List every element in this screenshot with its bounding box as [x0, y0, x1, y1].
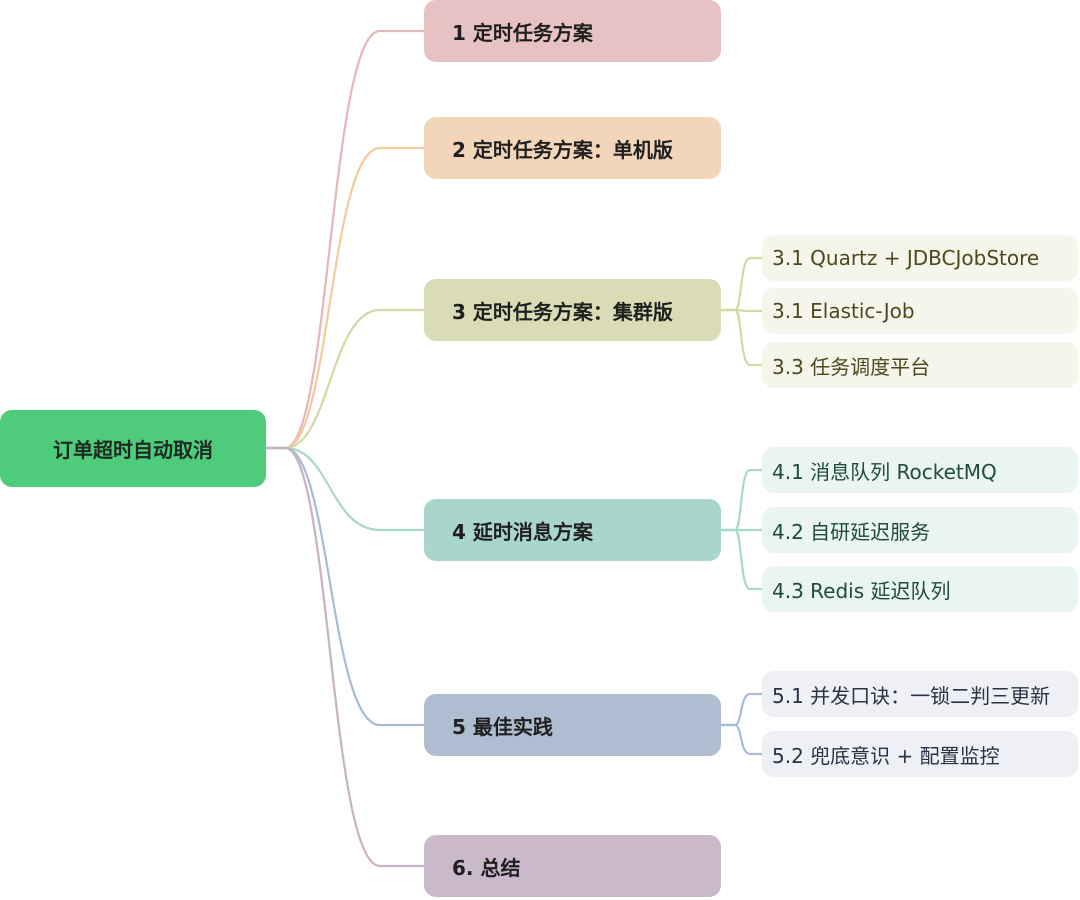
- branch-node-2[interactable]: 2 定时任务方案：单机版: [424, 117, 721, 179]
- leaf-node-3-1[interactable]: 3.1 Quartz + JDBCJobStore: [762, 235, 1078, 281]
- branch-connector-1: [264, 29, 426, 450]
- leaf-node-3-2[interactable]: 3.1 Elastic-Job: [762, 288, 1078, 334]
- branch-node-1[interactable]: 1 定时任务方案: [424, 0, 721, 62]
- leaf-node-3-3[interactable]: 3.3 任务调度平台: [762, 342, 1078, 388]
- branch-connector-4: [264, 446, 426, 532]
- branch-connector-2: [264, 146, 426, 450]
- leaf-connector-3-3: [719, 308, 764, 367]
- branch-connector-6: [264, 446, 426, 868]
- branch-node-4[interactable]: 4 延时消息方案: [424, 499, 721, 561]
- leaf-connector-3-1: [719, 256, 764, 312]
- branch-node-3[interactable]: 3 定时任务方案：集群版: [424, 279, 721, 341]
- branch-connector-3: [264, 308, 426, 450]
- leaf-node-5-2[interactable]: 5.2 兜底意识 + 配置监控: [762, 731, 1078, 777]
- leaf-node-4-2[interactable]: 4.2 自研延迟服务: [762, 507, 1078, 553]
- leaf-node-4-1[interactable]: 4.1 消息队列 RocketMQ: [762, 447, 1078, 493]
- leaf-connector-4-3: [719, 528, 764, 591]
- leaf-connector-4-1: [719, 468, 764, 532]
- branch-node-6[interactable]: 6. 总结: [424, 835, 721, 897]
- leaf-connector-5-2: [719, 723, 764, 756]
- branch-connector-5: [264, 446, 426, 727]
- root-node[interactable]: 订单超时自动取消: [0, 410, 266, 487]
- leaf-node-5-1[interactable]: 5.1 并发口诀：一锁二判三更新: [762, 671, 1078, 717]
- leaf-node-4-3[interactable]: 4.3 Redis 延迟队列: [762, 566, 1078, 612]
- branch-node-5[interactable]: 5 最佳实践: [424, 694, 721, 756]
- leaf-connector-5-1: [719, 692, 764, 727]
